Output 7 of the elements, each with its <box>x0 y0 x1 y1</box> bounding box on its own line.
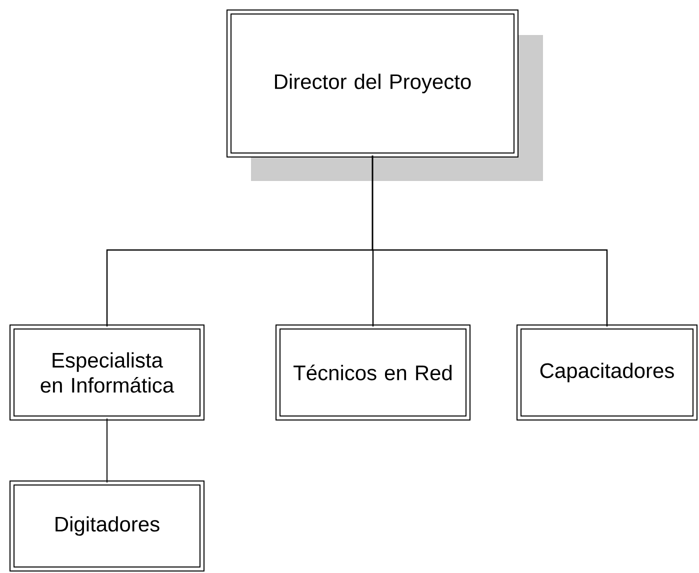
org-box: Técnicos en Red <box>276 324 470 420</box>
connector-line <box>106 418 108 483</box>
connector-line <box>372 156 608 326</box>
org-box: Digitadores <box>10 480 204 572</box>
org-box: Capacitadores <box>516 324 698 420</box>
org-box: Especialista en Informática <box>10 324 204 420</box>
org-box: Director del Proyecto <box>226 10 543 181</box>
